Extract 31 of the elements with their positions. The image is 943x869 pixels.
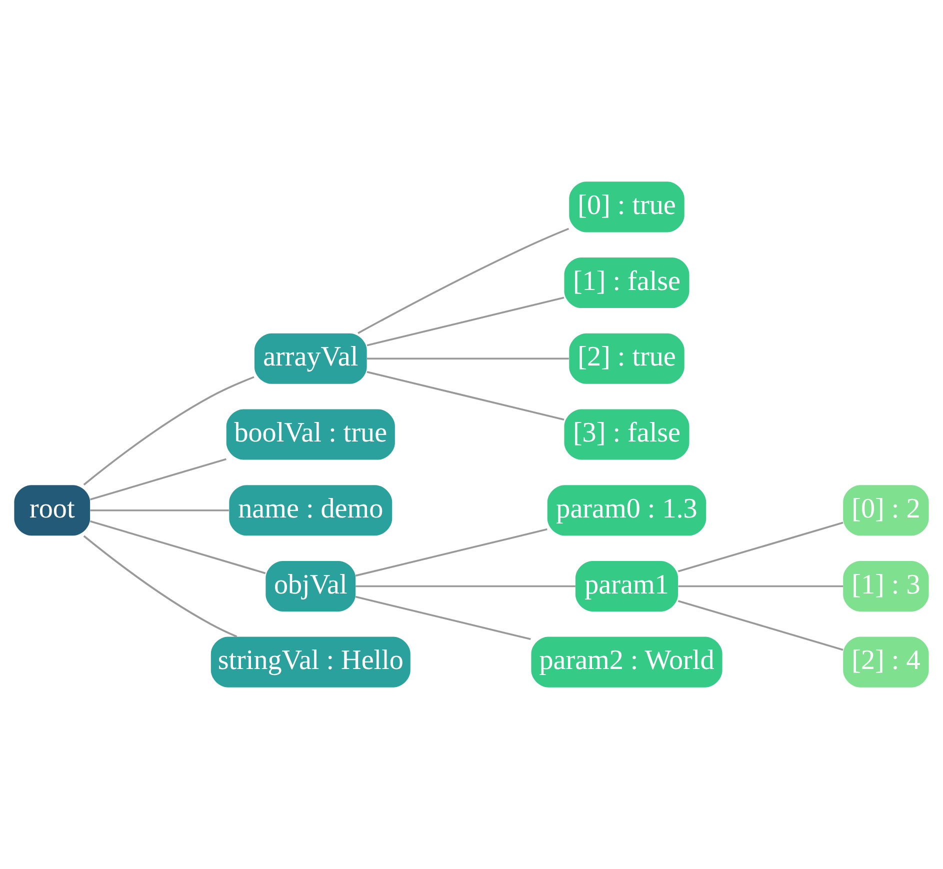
connector (678, 522, 844, 572)
connector (355, 596, 531, 640)
connector (366, 371, 564, 421)
node-box: root (14, 485, 90, 536)
node-box: [0] : true (569, 182, 684, 232)
connector (83, 376, 254, 486)
node-box: [2] : 4 (843, 636, 929, 688)
connector (355, 528, 548, 577)
node-box: [1] : false (564, 257, 690, 308)
node-box: boolVal : true (226, 409, 395, 460)
node-box: [0] : 2 (843, 485, 929, 536)
node-box: arrayVal (254, 333, 367, 384)
connector (83, 535, 238, 638)
connector (678, 600, 844, 651)
node-box: stringVal : Hello (210, 636, 410, 688)
connector (678, 585, 844, 588)
node-box: objVal (266, 560, 356, 612)
connector (366, 358, 569, 360)
node-box: param0 : 1.3 (547, 485, 706, 536)
connector (90, 509, 229, 512)
connector (356, 585, 576, 588)
connector (90, 458, 226, 500)
node-box: name : demo (229, 485, 392, 536)
node-box: [3] : false (564, 409, 690, 460)
connector (358, 228, 570, 334)
node-box: [1] : 3 (843, 560, 929, 612)
node-box: param1 (575, 560, 678, 612)
node-box: [2] : true (569, 333, 684, 384)
connector (90, 520, 266, 574)
connector (366, 296, 564, 346)
node-box: param2 : World (531, 636, 722, 688)
